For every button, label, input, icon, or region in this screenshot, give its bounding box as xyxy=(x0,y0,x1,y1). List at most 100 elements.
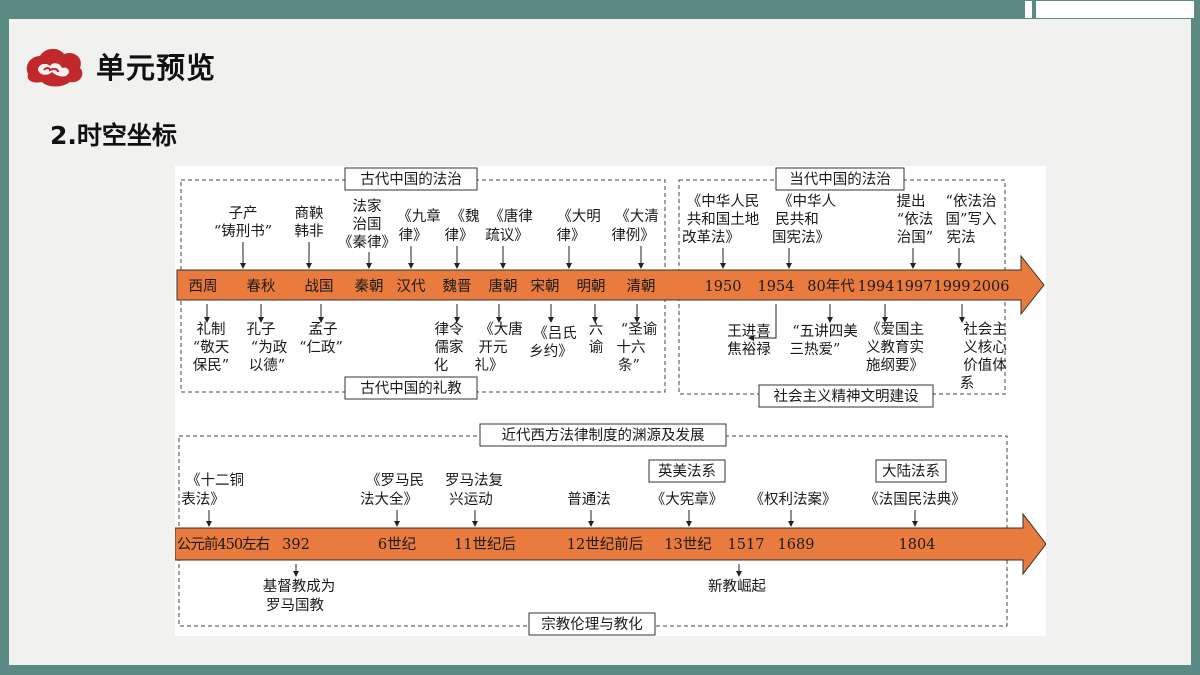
axis-label: 西周 xyxy=(189,279,218,295)
axis-label: 唐朝 xyxy=(489,278,518,295)
event-label: 保民” xyxy=(193,357,229,374)
axis-label: 春秋 xyxy=(247,278,276,295)
box-socialist: 社会主义精神文明建设 xyxy=(774,388,919,405)
event-label: 《大唐 xyxy=(479,321,523,338)
event-label: 《大明 xyxy=(557,208,601,225)
event-label: 治国 xyxy=(353,216,382,233)
event-label: 焦裕禄 xyxy=(727,341,771,358)
event-label: 疏议》 xyxy=(485,227,529,244)
event-label: “敬天 xyxy=(193,339,229,356)
event-label: 《中华人民 xyxy=(687,193,760,210)
box-religion: 宗教伦理与教化 xyxy=(541,616,643,633)
event-label: 《大宪章》 xyxy=(651,490,724,508)
axis-label: 战国 xyxy=(305,278,334,295)
event-label: 国宪法》 xyxy=(772,228,830,246)
event-label: 孟子 xyxy=(309,321,338,338)
box-anglo: 英美法系 xyxy=(658,462,716,480)
event-label: 《吕氏 xyxy=(533,325,577,342)
event-label: 儒家 xyxy=(435,339,464,356)
axis-label: 宋朝 xyxy=(531,278,560,295)
event-label: 商鞅 xyxy=(295,205,324,222)
timeline-figure: 古代中国的法治 古代中国的礼教 当代中国的法治 社会主义精神文明建设 西周 春秋… xyxy=(174,166,1047,636)
event-label: 共和国土地 xyxy=(687,211,760,228)
event-label: 《唐律 xyxy=(489,208,533,225)
event-label: 义核心 xyxy=(963,339,1007,356)
event-label: 乡约》 xyxy=(529,343,573,360)
event-label: 《中华人 xyxy=(778,193,836,210)
axis-label: 清朝 xyxy=(627,278,656,295)
event-label: 王进喜 xyxy=(727,323,771,340)
event-label: 价值体 xyxy=(963,357,1007,374)
event-label: 《九章 xyxy=(397,207,441,225)
event-label: 《爱国主 xyxy=(866,321,924,338)
axis-label: 6世纪 xyxy=(378,536,416,553)
axis-label: 1804 xyxy=(899,537,936,553)
axis-label: 1950 xyxy=(705,279,742,295)
event-label: 改革法》 xyxy=(682,229,740,246)
event-label: 宪法 xyxy=(947,228,976,246)
event-label: 谕 xyxy=(589,339,604,356)
event-label: 治国” xyxy=(897,229,933,246)
section-subtitle: 2.时空坐标 xyxy=(50,121,177,150)
event-label: 《罗马民 xyxy=(366,472,424,489)
timeline-arrow-1 xyxy=(176,254,1045,316)
box-ancient-ritual: 古代中国的礼教 xyxy=(360,380,462,397)
event-label: 表法》 xyxy=(181,491,225,508)
axis-label: 1999 xyxy=(934,279,971,295)
event-label: 孔子 xyxy=(247,321,276,338)
event-label: 开元 xyxy=(479,340,508,356)
axis-label: 秦朝 xyxy=(355,278,384,295)
event-label: 法大全》 xyxy=(360,490,418,508)
event-label: 罗马法复 xyxy=(445,471,503,489)
event-label: 《大清 xyxy=(615,208,659,225)
timeline-arrow-2 xyxy=(174,512,1047,576)
axis-label: 1994 xyxy=(858,279,895,295)
box-continental: 大陆法系 xyxy=(882,463,940,480)
event-label: 国”写入 xyxy=(946,212,997,228)
axis-label: 80年代 xyxy=(807,278,855,295)
axis-label: 魏晋 xyxy=(443,278,472,295)
event-label: 律例》 xyxy=(611,227,655,244)
event-label: 六 xyxy=(589,321,604,338)
event-label: 礼制 xyxy=(197,321,226,338)
event-label: 施纲要》 xyxy=(866,357,924,374)
event-label: 义教育实 xyxy=(866,339,924,356)
event-label: 普通法 xyxy=(567,491,611,508)
event-label: 《十二铜 xyxy=(186,472,244,489)
event-label: “依法 xyxy=(897,211,933,228)
event-label: 化 xyxy=(434,357,449,374)
event-label: 律令 xyxy=(435,321,464,338)
event-label: 《法国民法典》 xyxy=(864,491,966,508)
event-label: 《魏 xyxy=(451,208,480,225)
event-label: 三热爱” xyxy=(790,341,841,358)
event-label: 兴运动 xyxy=(449,491,493,508)
event-label: 《秦律》 xyxy=(338,234,396,251)
axis-label: 12世纪前后 xyxy=(567,536,643,553)
event-label: 法家 xyxy=(353,198,382,215)
event-label: “依法治 xyxy=(946,193,997,210)
axis-label: 2006 xyxy=(973,279,1010,295)
event-label: 十六 xyxy=(617,339,646,356)
event-label: 条” xyxy=(618,357,640,374)
box-ancient-law: 古代中国的法治 xyxy=(360,171,462,188)
axis-label: 1689 xyxy=(778,537,815,553)
event-label: 新教崛起 xyxy=(708,578,766,595)
event-label: “五讲四美 xyxy=(792,323,857,340)
event-label: 系 xyxy=(960,375,975,392)
axis-label: 明朝 xyxy=(577,278,606,295)
axis-label: 1954 xyxy=(758,279,795,295)
axis-label: 公元前450左右 xyxy=(177,536,270,553)
event-label: 律》 xyxy=(399,227,428,244)
event-label: 基督教成为 xyxy=(263,578,336,595)
event-label: 礼》 xyxy=(475,357,504,374)
event-label: 社会主 xyxy=(963,321,1007,338)
axis-label: 11世纪后 xyxy=(454,536,516,553)
event-label: 民共和 xyxy=(775,211,819,228)
axis-label: 13世纪 xyxy=(664,536,711,553)
axis-label: 392 xyxy=(282,537,310,553)
event-label: 律》 xyxy=(445,227,474,244)
event-label: “圣谕 xyxy=(621,321,658,338)
event-label: “铸刑书” xyxy=(214,223,272,240)
cloud-logo-icon xyxy=(26,48,83,87)
event-label: 以德” xyxy=(249,357,285,374)
